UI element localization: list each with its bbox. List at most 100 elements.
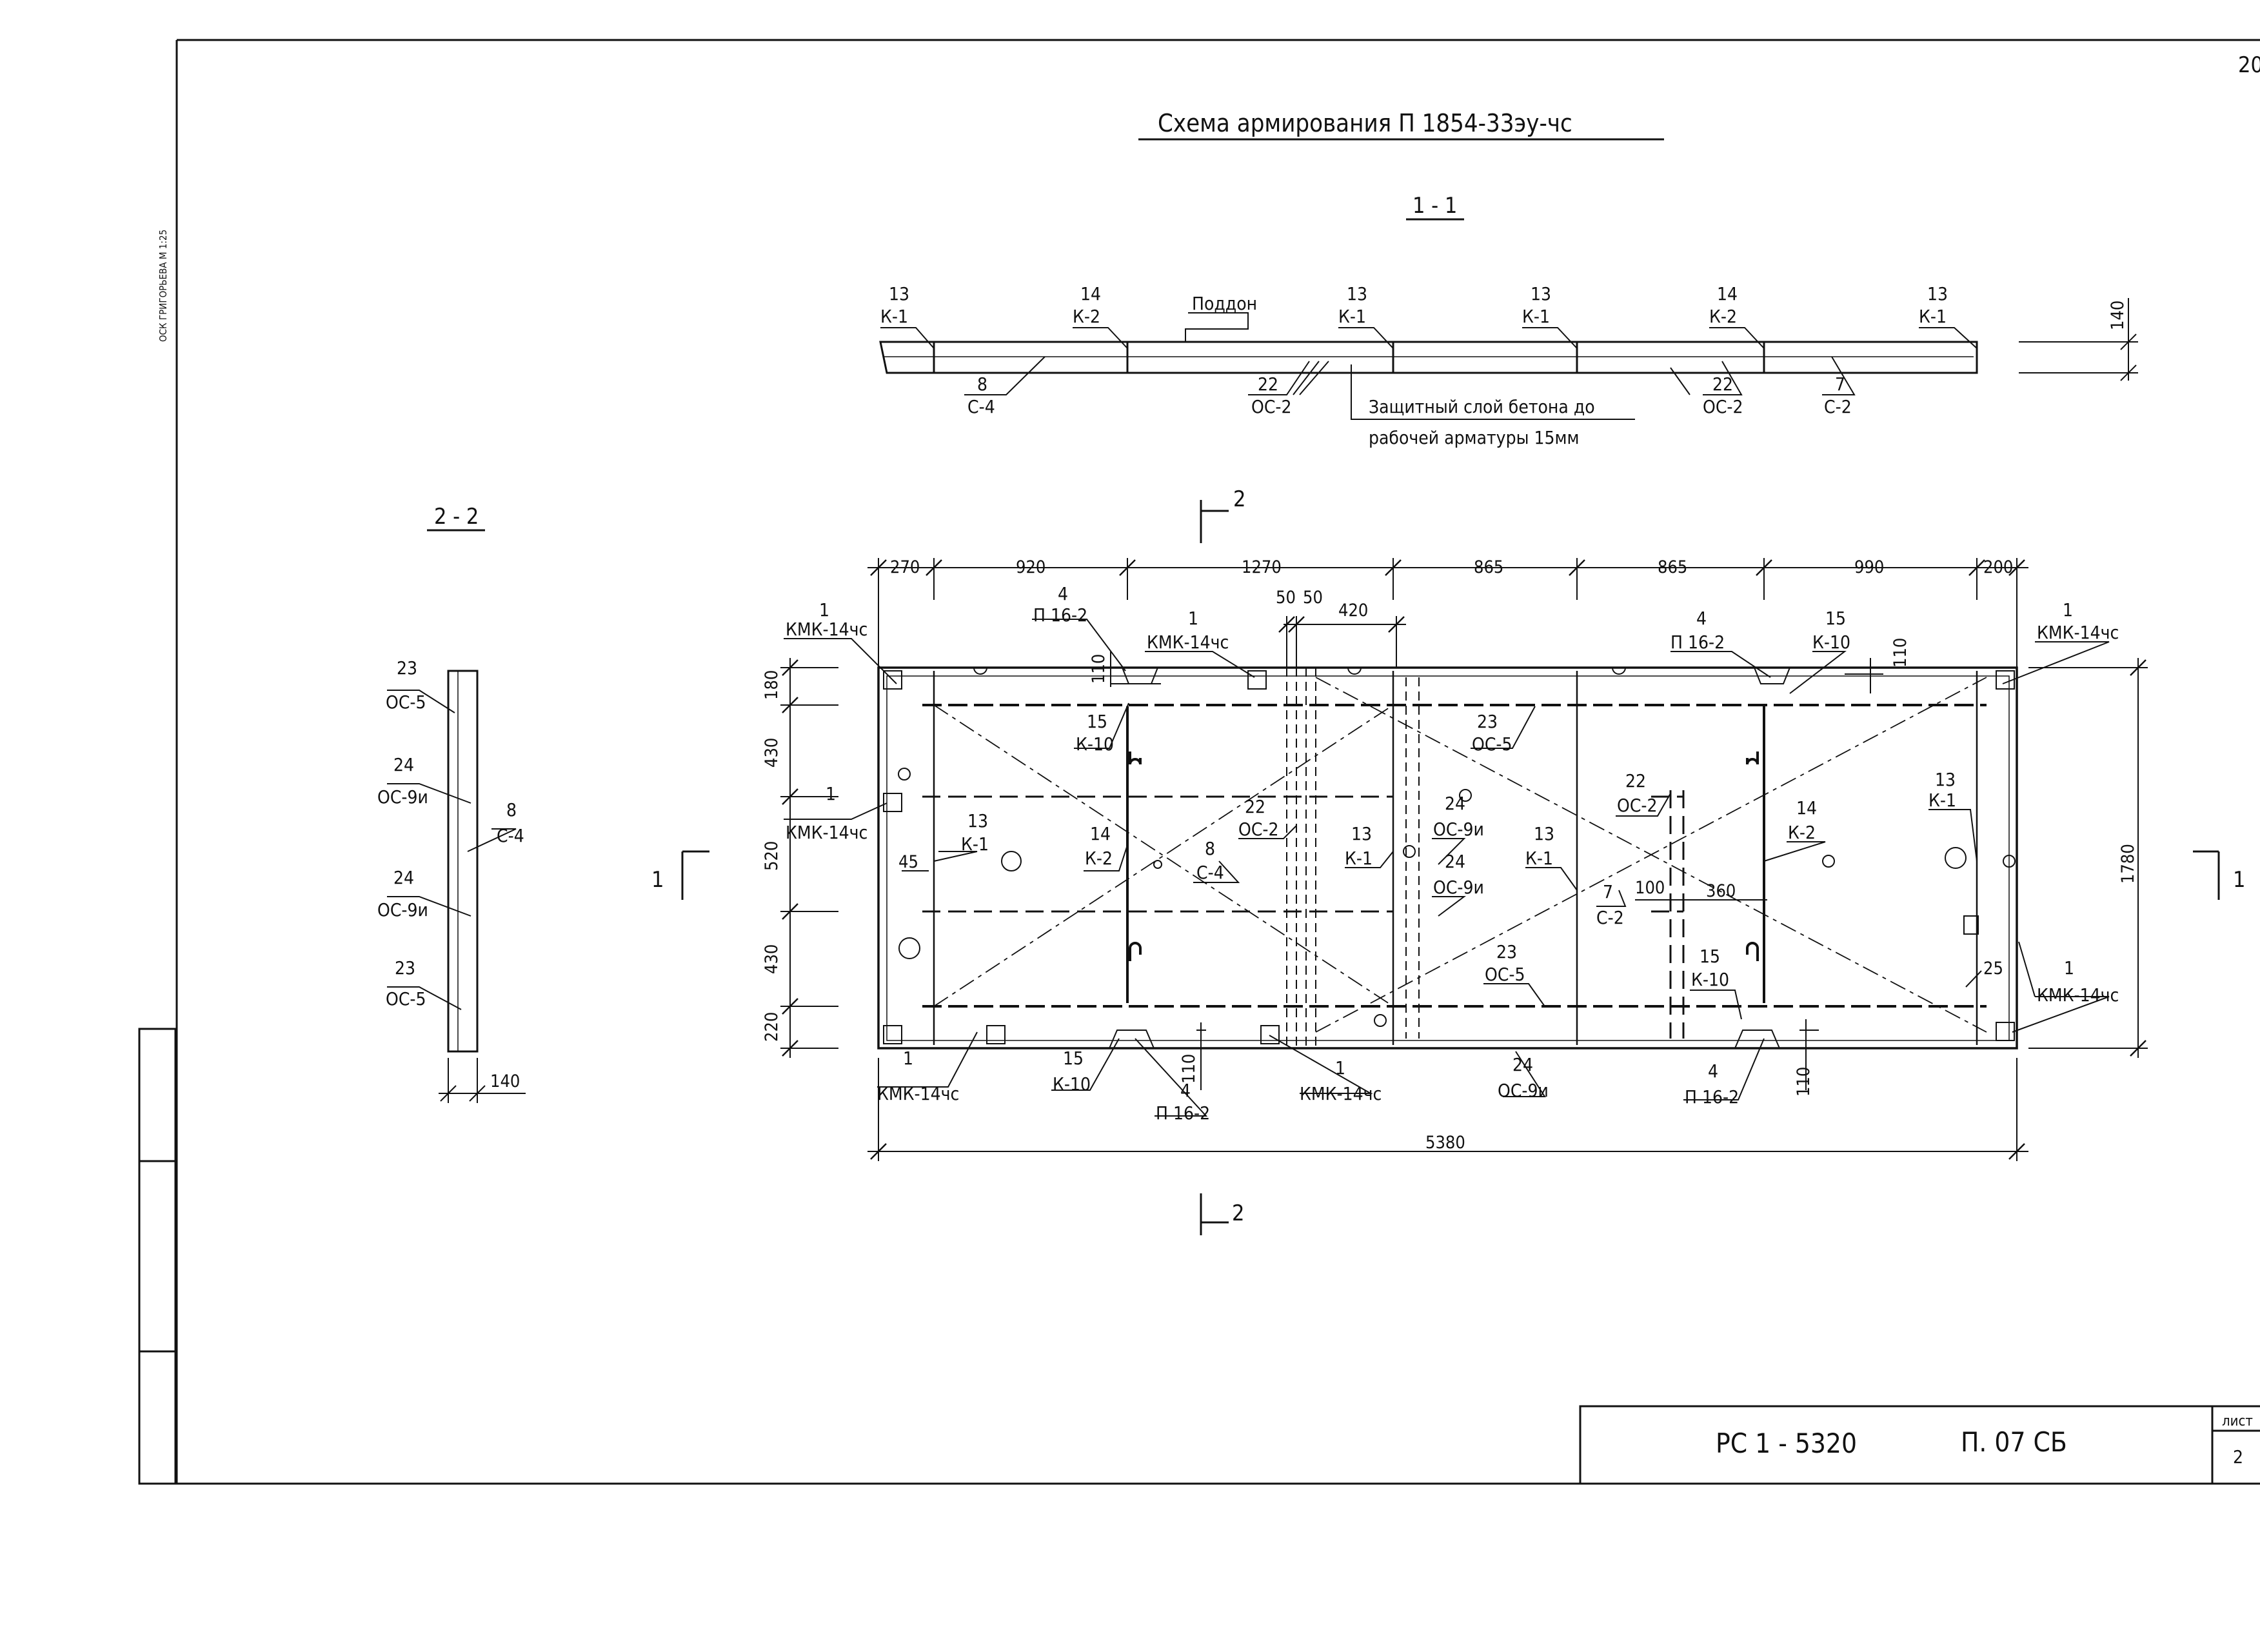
s22-callout: 8С-4 — [497, 799, 524, 846]
svg-text:К-1: К-1 — [1919, 306, 1947, 327]
svg-text:22: 22 — [1712, 373, 1733, 395]
svg-text:1: 1 — [903, 1048, 913, 1069]
left-dim: 520 — [762, 841, 782, 871]
svg-text:К-1: К-1 — [1928, 790, 1956, 811]
svg-text:ОС-9и: ОС-9и — [377, 786, 428, 808]
svg-text:22: 22 — [1258, 373, 1278, 395]
plan-callout: 15К-10 — [1076, 711, 1114, 755]
svg-text:С-2: С-2 — [1824, 396, 1852, 417]
svg-text:7: 7 — [1603, 881, 1613, 902]
svg-text:К-2: К-2 — [1788, 822, 1816, 843]
svg-text:ОС-9и: ОС-9и — [377, 899, 428, 921]
svg-text:23: 23 — [397, 657, 417, 679]
small-dim: 110 — [1089, 654, 1109, 684]
svg-text:К-1: К-1 — [1338, 306, 1366, 327]
svg-text:15: 15 — [1825, 608, 1846, 629]
overall-length: 5380 — [1425, 1133, 1465, 1153]
svg-text:8: 8 — [977, 373, 987, 395]
stamp-sheet-number: 2 — [2233, 1446, 2243, 1468]
svg-text:1: 1 — [2064, 957, 2074, 979]
side-note: ОСК ГРИГОРЬЕВА М 1:25 — [157, 230, 169, 342]
section-2-2-width: 140 — [490, 1071, 520, 1091]
section-1-1-label: 1 - 1 — [1412, 193, 1457, 219]
sheet-frame — [138, 39, 2260, 1485]
svg-text:КМК-14чс: КМК-14чс — [877, 1083, 959, 1104]
cut-2-bottom: 2 — [1232, 1200, 1244, 1226]
svg-text:22: 22 — [1625, 770, 1646, 791]
svg-text:23: 23 — [395, 957, 415, 979]
s11-callout: 13К-1 — [1338, 283, 1367, 327]
svg-text:24: 24 — [1445, 851, 1465, 872]
plan-callout: 4 П 16-2 — [1670, 608, 1725, 653]
svg-text:4: 4 — [1180, 1080, 1191, 1101]
svg-text:8: 8 — [506, 799, 517, 821]
cut-1-left: 1 — [651, 867, 664, 893]
top-dim: 865 — [1474, 557, 1503, 577]
svg-text:24: 24 — [393, 867, 414, 888]
top-dim: 865 — [1658, 557, 1687, 577]
svg-text:К-10: К-10 — [1076, 733, 1114, 755]
svg-text:24: 24 — [1445, 793, 1465, 814]
top-dim: 1270 — [1242, 557, 1282, 577]
small-dim: 45 — [898, 852, 918, 872]
svg-text:13: 13 — [1347, 283, 1367, 304]
svg-text:14: 14 — [1717, 283, 1738, 304]
left-dim: 430 — [762, 944, 782, 974]
plan-callout: 4П 16-2 — [1685, 1060, 1739, 1108]
svg-text:8: 8 — [1205, 838, 1215, 859]
svg-text:П 16-2: П 16-2 — [1670, 632, 1725, 653]
svg-text:КМК-14чс: КМК-14чс — [2037, 984, 2119, 1006]
svg-text:13: 13 — [1927, 283, 1948, 304]
svg-text:14: 14 — [1090, 823, 1111, 844]
small-dim: 110 — [1794, 1067, 1814, 1097]
svg-text:13: 13 — [1351, 823, 1372, 844]
svg-text:1: 1 — [1188, 608, 1198, 629]
left-dim: 180 — [762, 670, 782, 700]
svg-text:15: 15 — [1700, 946, 1720, 967]
svg-text:П 16-2: П 16-2 — [1033, 604, 1087, 626]
svg-text:С-2: С-2 — [1596, 907, 1624, 928]
plan-callout: 15К-10 — [1053, 1048, 1091, 1095]
s11-callout: 13К-1 — [1522, 283, 1551, 327]
svg-text:П 16-2: П 16-2 — [1156, 1102, 1210, 1124]
sub-dim: 50 — [1276, 588, 1296, 608]
drawing-title: Схема армирования П 1854-33эу-чс — [1158, 109, 1572, 137]
plan-callout: 14К-2 — [1788, 797, 1817, 843]
cut-2-top: 2 — [1233, 486, 1245, 512]
left-dim: 220 — [762, 1012, 782, 1042]
section-1-1: 1 - 1 Поддон Защитный — [879, 193, 2138, 448]
svg-text:ОС-2: ОС-2 — [1617, 795, 1658, 816]
svg-text:1: 1 — [826, 783, 836, 804]
section-1-1-height: 140 — [2108, 301, 2128, 330]
small-dim: 360 — [1706, 881, 1736, 901]
svg-text:14: 14 — [1080, 283, 1101, 304]
svg-text:13: 13 — [1534, 823, 1554, 844]
svg-text:С-4: С-4 — [497, 825, 524, 846]
svg-text:24: 24 — [393, 754, 414, 775]
plan-callout: 15К-10 — [1691, 946, 1729, 990]
svg-text:24: 24 — [1512, 1054, 1533, 1075]
svg-text:ОС-9и: ОС-9и — [1498, 1080, 1549, 1101]
svg-text:22: 22 — [1245, 796, 1265, 817]
svg-text:4: 4 — [1696, 608, 1707, 629]
svg-text:КМК-14чс: КМК-14чс — [786, 822, 867, 843]
svg-text:К-1: К-1 — [961, 833, 989, 855]
sub-dim: 50 — [1303, 588, 1323, 608]
svg-text:КМК-14чс: КМК-14чс — [1147, 632, 1229, 653]
svg-text:С-4: С-4 — [1196, 862, 1224, 883]
svg-text:К-2: К-2 — [1073, 306, 1100, 327]
plan-callout: 13К-1 — [1345, 823, 1373, 869]
stamp-code: РС 1 - 5320 — [1716, 1428, 1857, 1459]
top-dim: 270 — [890, 557, 920, 577]
cover-note-line2: рабочей арматуры 15мм — [1369, 427, 1580, 448]
svg-text:15: 15 — [1087, 711, 1107, 732]
